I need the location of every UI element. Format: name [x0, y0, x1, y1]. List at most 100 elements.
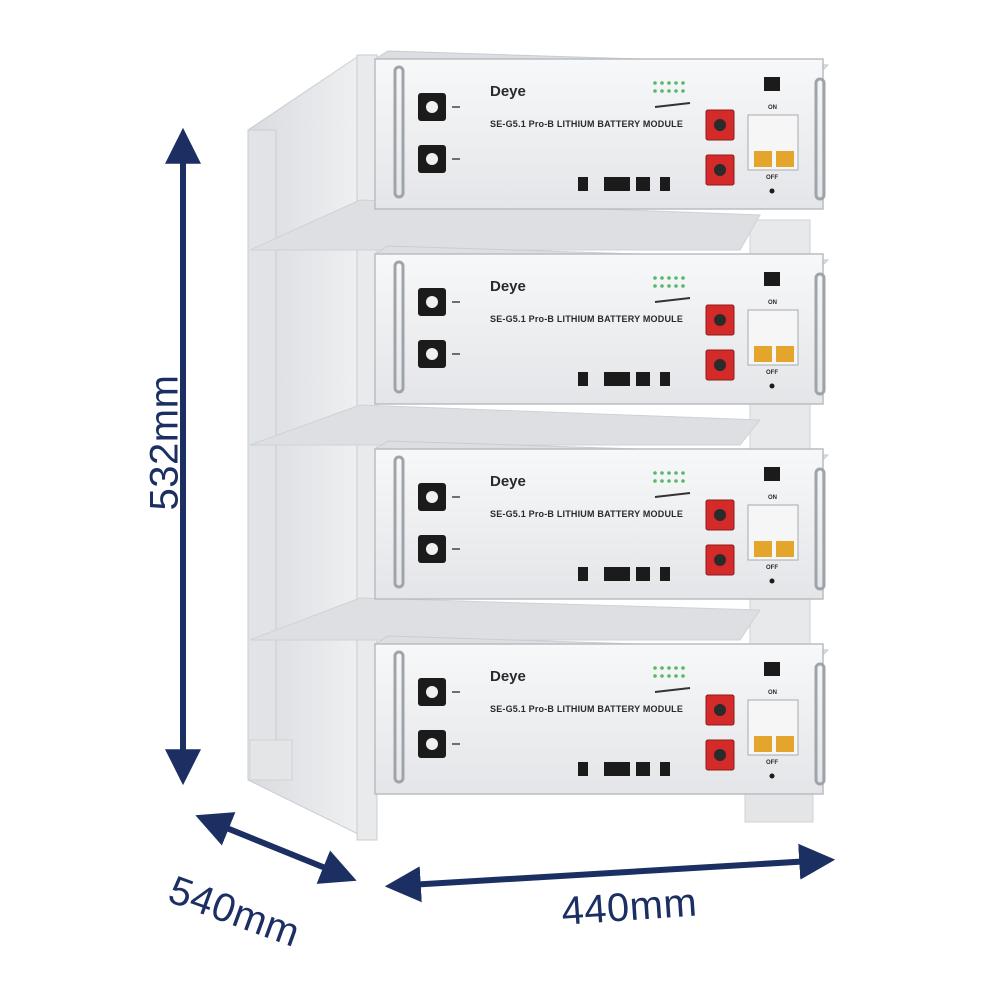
reset-button[interactable]: [764, 662, 780, 676]
reset-button[interactable]: [764, 467, 780, 481]
status-led: [674, 666, 678, 670]
status-led: [653, 81, 657, 85]
io-port[interactable]: [604, 372, 630, 386]
switch-off-label: OFF: [766, 760, 778, 766]
switch-off-label: OFF: [766, 370, 778, 376]
status-led: [667, 471, 671, 475]
status-led: [681, 471, 685, 475]
right-handle[interactable]: [814, 77, 826, 201]
breaker-toggle-right[interactable]: [776, 151, 794, 167]
status-led: [653, 674, 657, 678]
right-handle[interactable]: [814, 662, 826, 786]
breaker-toggle-right[interactable]: [776, 541, 794, 557]
io-port[interactable]: [578, 567, 588, 581]
switch-off-label: OFF: [766, 175, 778, 181]
io-port[interactable]: [604, 567, 630, 581]
io-port[interactable]: [660, 762, 670, 776]
breaker-toggle-left[interactable]: [754, 346, 772, 362]
status-led: [660, 674, 664, 678]
height-dimension-label: 532mm: [142, 374, 187, 511]
brand-logo-text: Deye: [490, 668, 526, 685]
status-led: [667, 674, 671, 678]
status-led: [653, 284, 657, 288]
status-led: [681, 284, 685, 288]
width-dimension-label: 440mm: [560, 880, 699, 934]
status-led: [681, 674, 685, 678]
battery-module: [373, 635, 830, 795]
io-port[interactable]: [636, 762, 650, 776]
status-led: [667, 89, 671, 93]
status-led: [674, 284, 678, 288]
breaker-toggle-right[interactable]: [776, 736, 794, 752]
battery-module: [373, 245, 830, 405]
status-led: [674, 81, 678, 85]
status-led: [660, 666, 664, 670]
status-led: [653, 276, 657, 280]
status-led: [667, 284, 671, 288]
brand-logo-text: Deye: [490, 83, 526, 100]
io-port[interactable]: [604, 177, 630, 191]
power-indicator: [769, 188, 775, 194]
switch-on-label: ON: [768, 105, 777, 111]
switch-off-label: OFF: [766, 565, 778, 571]
io-port[interactable]: [660, 567, 670, 581]
io-port[interactable]: [636, 567, 650, 581]
status-led: [681, 81, 685, 85]
status-led: [681, 479, 685, 483]
left-handle[interactable]: [393, 65, 405, 199]
status-led: [667, 81, 671, 85]
status-led: [653, 666, 657, 670]
status-led: [674, 276, 678, 280]
right-handle[interactable]: [814, 467, 826, 591]
io-port[interactable]: [636, 372, 650, 386]
power-indicator: [769, 383, 775, 389]
left-handle[interactable]: [393, 650, 405, 784]
status-led: [653, 471, 657, 475]
reset-button[interactable]: [764, 272, 780, 286]
switch-on-label: ON: [768, 690, 777, 696]
reset-button[interactable]: [764, 77, 780, 91]
breaker-toggle-left[interactable]: [754, 736, 772, 752]
io-port[interactable]: [578, 177, 588, 191]
status-led: [681, 666, 685, 670]
io-port[interactable]: [660, 177, 670, 191]
breaker-toggle-left[interactable]: [754, 151, 772, 167]
io-port[interactable]: [604, 762, 630, 776]
io-port[interactable]: [660, 372, 670, 386]
battery-module: [373, 440, 830, 600]
io-port[interactable]: [578, 762, 588, 776]
status-led: [660, 81, 664, 85]
status-led: [653, 89, 657, 93]
status-led: [667, 666, 671, 670]
status-led: [674, 674, 678, 678]
switch-on-label: ON: [768, 495, 777, 501]
io-port[interactable]: [578, 372, 588, 386]
io-port[interactable]: [636, 177, 650, 191]
status-led: [681, 89, 685, 93]
status-led: [674, 479, 678, 483]
breaker-toggle-left[interactable]: [754, 541, 772, 557]
status-led: [681, 276, 685, 280]
left-handle[interactable]: [393, 260, 405, 394]
model-text: SE-G5.1 Pro-B LITHIUM BATTERY MODULE: [490, 314, 684, 324]
left-handle[interactable]: [393, 455, 405, 589]
model-text: SE-G5.1 Pro-B LITHIUM BATTERY MODULE: [490, 704, 684, 714]
right-handle[interactable]: [814, 272, 826, 396]
status-led: [660, 471, 664, 475]
status-led: [653, 479, 657, 483]
status-led: [660, 284, 664, 288]
status-led: [674, 471, 678, 475]
status-led: [667, 276, 671, 280]
power-indicator: [769, 773, 775, 779]
switch-on-label: ON: [768, 300, 777, 306]
brand-logo-text: Deye: [490, 473, 526, 490]
model-text: SE-G5.1 Pro-B LITHIUM BATTERY MODULE: [490, 509, 684, 519]
breaker-toggle-right[interactable]: [776, 346, 794, 362]
width-arrow: [384, 843, 836, 903]
depth-arrow: [195, 812, 357, 884]
battery-module: [373, 50, 830, 210]
status-led: [660, 89, 664, 93]
status-led: [660, 479, 664, 483]
